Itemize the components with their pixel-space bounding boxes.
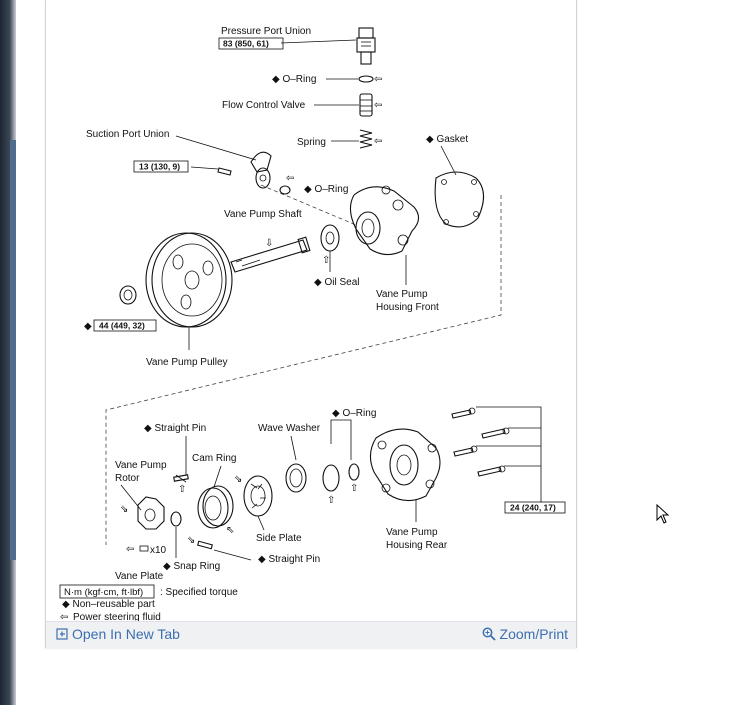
legend-non-reusable: ◆ Non–reusable part <box>62 599 155 610</box>
torque-13-label: 13 (130, 9) <box>139 162 180 172</box>
open-in-new-tab-label: Open In New Tab <box>72 626 180 642</box>
torque-24-label: 24 (240, 17) <box>510 503 556 513</box>
torque-box-83 <box>218 37 284 50</box>
power-steering-pump-diagram: Pressure Port Union 83 (850, 61) ◆ O–Rin… <box>46 0 576 622</box>
oil-seal-part <box>320 224 340 252</box>
zoom-print-link[interactable]: Zoom/Print <box>482 626 568 642</box>
vane-pump-rotor-part <box>137 496 165 530</box>
assembly-dash-line <box>105 195 502 545</box>
fluid-arrow-icon-7: ⇧ <box>327 495 335 506</box>
housing-front-part <box>349 185 420 256</box>
wave-washer-part <box>285 463 307 493</box>
legend-unit-box <box>59 584 155 599</box>
torque-box-13 <box>133 160 189 173</box>
vane-pump-pulley-part <box>145 232 233 328</box>
o-ring-lower-label: ◆ O–Ring <box>332 408 376 419</box>
housing-rear-part <box>369 428 441 502</box>
magnifier-icon <box>482 627 496 641</box>
open-in-new-tab-link[interactable]: Open In New Tab <box>56 626 180 642</box>
zoom-print-label: Zoom/Print <box>499 626 568 642</box>
fluid-arrow-icon-11: ⇖ <box>226 525 234 536</box>
straight-pin-top-label: ◆ Straight Pin <box>144 423 206 434</box>
spring-part <box>359 129 373 149</box>
legend-specified-torque: : Specified torque <box>160 587 238 598</box>
pressure-port-union-label: Pressure Port Union <box>221 26 311 37</box>
torque-83-label: 83 (850, 61) <box>223 39 269 49</box>
gasket-label: ◆ Gasket <box>426 134 468 145</box>
bolt-leader <box>476 406 542 502</box>
window-left-edge <box>0 0 16 705</box>
fluid-arrow-icon-13: ⇦ <box>126 544 134 555</box>
window-edge-strip <box>10 140 16 560</box>
assembly-dash-line-2 <box>260 184 357 226</box>
torque-box-44 <box>93 319 157 332</box>
diagram-footer: Open In New Tab Zoom/Print <box>46 621 576 648</box>
fluid-arrow-icon-10: ⇧ <box>178 484 186 495</box>
legend-fluid-arrow-icon: ⇦ <box>60 612 68 622</box>
legend-power-steering-fluid: Power steering fluid <box>73 612 161 622</box>
housing-front-label-2: Housing Front <box>376 302 439 313</box>
suction-port-union-label: Suction Port Union <box>86 129 169 140</box>
x10-label: x10 <box>150 545 167 556</box>
vane-plate-label: Vane Plate <box>115 571 164 582</box>
spring-label: Spring <box>297 137 326 148</box>
straight-pin-bottom-part <box>197 540 213 550</box>
flow-control-valve-part <box>359 93 373 117</box>
fluid-arrow-icon-4: ⇦ <box>286 173 294 184</box>
snap-ring-part <box>170 511 182 527</box>
straight-pin-top-part <box>173 474 189 482</box>
fluid-arrow-icon-12: ⇘ <box>234 474 242 485</box>
o-ring-lower-part-2 <box>348 463 360 481</box>
vane-pump-shaft-label: Vane Pump Shaft <box>224 209 302 220</box>
side-plate-part <box>243 475 273 517</box>
vane-plate-part <box>139 545 149 552</box>
open-tab-icon <box>56 628 68 640</box>
housing-front-label-1: Vane Pump <box>376 289 428 300</box>
vane-pump-rotor-label-1: Vane Pump <box>115 460 167 471</box>
fluid-arrow-icon: ⇦ <box>374 74 382 85</box>
vane-pump-rotor-label-2: Rotor <box>115 473 140 484</box>
legend-unit-label: N·m (kgf·cm, ft·lbf) <box>64 587 143 598</box>
fluid-arrow-icon-6: ⇧ <box>322 255 330 266</box>
pressure-port-union-part <box>356 27 376 65</box>
gasket-part <box>434 171 485 228</box>
vane-pump-shaft-part <box>230 236 311 273</box>
rear-bolts-part <box>451 407 510 477</box>
fluid-arrow-icon-3: ⇦ <box>374 136 382 147</box>
mouse-cursor-icon <box>656 504 670 524</box>
housing-rear-label-1: Vane Pump <box>386 527 438 538</box>
housing-rear-label-2: Housing Rear <box>386 540 448 551</box>
o-ring-top-label: ◆ O–Ring <box>272 74 316 85</box>
o-ring-top-part <box>358 75 374 83</box>
torque-box-24 <box>504 501 566 514</box>
oil-seal-label: ◆ Oil Seal <box>314 277 359 288</box>
o-ring-lower-part-1 <box>322 464 340 492</box>
cam-ring-label: Cam Ring <box>192 453 236 464</box>
fluid-arrow-icon-14: ⇘ <box>187 535 195 546</box>
fluid-arrow-icon-5: ⇩ <box>265 238 273 249</box>
exploded-view-svg: Pressure Port Union 83 (850, 61) ◆ O–Rin… <box>59 26 566 622</box>
bolt-13-part <box>217 167 232 176</box>
pulley-nut-part <box>119 285 137 305</box>
fluid-arrow-icon-8: ⇧ <box>350 483 358 494</box>
non-reusable-diamond: ◆ <box>84 321 92 332</box>
o-ring-lower-leader <box>330 419 352 460</box>
wave-washer-label: Wave Washer <box>258 423 321 434</box>
o-ring-mid-part <box>279 185 291 195</box>
cam-ring-part <box>197 485 234 529</box>
diagram-card: Pressure Port Union 83 (850, 61) ◆ O–Rin… <box>45 0 577 648</box>
fluid-arrow-icon-9: ⇘ <box>120 504 128 515</box>
torque-44-label: 44 (449, 32) <box>99 321 145 331</box>
suction-port-union-part <box>250 151 272 189</box>
vane-pump-pulley-label: Vane Pump Pulley <box>146 357 228 368</box>
side-plate-label: Side Plate <box>256 533 302 544</box>
o-ring-mid-label: ◆ O–Ring <box>304 184 348 195</box>
flow-control-valve-label: Flow Control Valve <box>222 100 306 111</box>
fluid-arrow-icon-2: ⇦ <box>374 100 382 111</box>
straight-pin-bottom-label: ◆ Straight Pin <box>258 554 320 565</box>
snap-ring-label: ◆ Snap Ring <box>163 561 220 572</box>
